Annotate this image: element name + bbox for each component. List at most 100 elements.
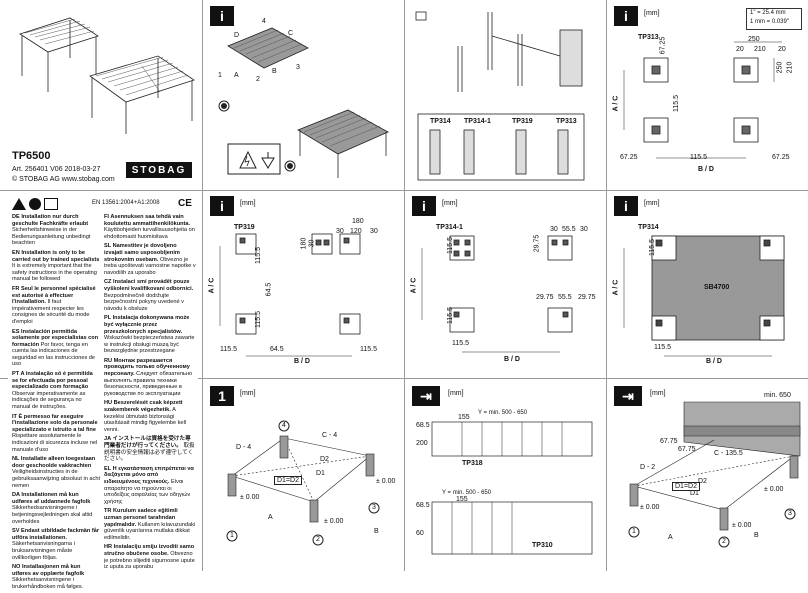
pergola-illustration <box>19 17 195 134</box>
side-ac: A / C <box>410 277 418 294</box>
safety-heading: SV Endast utbildade fackmän får utföra i… <box>12 528 100 541</box>
safety-text: Следует обязательно выполнять правила те… <box>104 371 193 397</box>
copyright: © STOBAG AG www.stobag.com <box>12 176 115 183</box>
safety-text: Veiligheidsinstructies in de gebruiksaan… <box>12 469 101 489</box>
dim-210v: 210 <box>786 61 794 74</box>
level-2: ± 0.00 <box>732 522 752 529</box>
safety-text: A kezelési útmutató biztonsági utasítása… <box>104 407 187 433</box>
dim-60: 60 <box>416 530 424 537</box>
standard: EN 13561:2004+A1:2008 <box>92 200 160 206</box>
label-c: C <box>288 30 294 37</box>
dim-c4: C - 4 <box>322 432 338 439</box>
dim-115-5b: 115.5 <box>255 311 262 328</box>
step1-panel: 1 [mm] D - 4 C - 4 D2 D1 D1=D2 ± 0.00 ± … <box>210 386 400 568</box>
dim-55-5a: 55.5 <box>562 226 576 233</box>
level-1: ± 0.00 <box>240 494 260 501</box>
safety-language-entry: PT A instalação só é permitida se for ef… <box>12 371 100 411</box>
ymin-bottom: Y = min. 500 - 650 <box>442 490 492 496</box>
safety-heading: DE Installation nur durch geschulte Fach… <box>12 214 89 227</box>
label-n3: 3 <box>296 64 300 71</box>
tp314-panel: i [mm] TP314 SB4700 115.5 A / C 115.5 B … <box>612 196 804 374</box>
tp319-panel: i [mm] TP319 180 30 120 30 180 30 115.5 … <box>208 196 400 374</box>
side-ac: A / C <box>612 95 620 112</box>
side-bd: B / D <box>504 356 520 363</box>
dim-115-5c: 115.5 <box>220 346 237 353</box>
tp313-plan <box>623 41 782 159</box>
safety-language-entry: RU Монтаж разрешается проводить только о… <box>104 358 196 398</box>
dim-d2: D2 <box>320 456 329 463</box>
model-label: TP313 <box>638 34 659 41</box>
ymin-top: Y = min. 500 - 650 <box>478 410 528 416</box>
safety-heading: JA インストールは資格を受けた専門業者だけが行ってください。 <box>104 436 191 449</box>
safety-text: Obvezno je potrebno slijediti sigurnosne… <box>104 550 195 571</box>
dim-d4: D - 4 <box>236 444 252 451</box>
dim-67-25c: 67.25 <box>772 154 790 161</box>
info-icon: i <box>614 196 638 216</box>
dim-55-5b: 55.5 <box>558 294 572 301</box>
dim-115-5a: 115.5 <box>255 247 262 264</box>
safety-heading: HU Beszerelését csak képzett szakemberek… <box>104 400 183 414</box>
tp318-label: TP318 <box>462 460 483 467</box>
safety-heading: ES Instalación permitida solamente por e… <box>12 328 99 348</box>
dim-30a: 30 <box>550 226 558 233</box>
safety-heading: IT È permesso far eseguire l'installazio… <box>12 413 98 433</box>
label-a: A <box>668 534 673 541</box>
num-4: 4 <box>282 422 286 429</box>
label-a: A <box>268 514 273 521</box>
num-3: 3 <box>788 510 792 517</box>
dim-115-5: 115.5 <box>673 95 680 112</box>
dim-250v: 250 <box>776 61 784 74</box>
side-ac: A / C <box>208 277 216 294</box>
dim-20b: 20 <box>778 46 786 53</box>
step-icon: ⇥ <box>412 386 440 406</box>
min-650: min. 650 <box>764 392 791 399</box>
dim-29-75b: 29.75 <box>536 294 554 301</box>
post-label-tp3141: TP314-1 <box>464 118 491 125</box>
model-label: TP314 <box>638 224 659 231</box>
safety-text: Observar imperativamente as indicações d… <box>12 390 86 411</box>
safety-heading: TR Kurulum sadece eğitimli uzman persone… <box>104 508 178 528</box>
safety-heading: PT A instalação só é permitida se for ef… <box>12 371 93 391</box>
dim-115-5a: 115.5 <box>649 239 656 256</box>
safety-language-entry: EL Η εγκατάσταση επιτρέπεται να διεξάγετ… <box>104 466 196 506</box>
dim-115-5b: 115.5 <box>654 344 671 351</box>
tp314-plan <box>623 235 785 357</box>
side-bd: B / D <box>294 358 310 365</box>
dim-d1: D1 <box>316 470 325 477</box>
dim-d1: D1 <box>690 490 699 497</box>
safety-panel: EN 13561:2004+A1:2008 CE DE Installation… <box>8 196 198 590</box>
level-3: ± 0.00 <box>764 486 784 493</box>
dim-eq: D1=D2 <box>274 476 302 485</box>
dim-eq: D1=D2 <box>672 482 700 491</box>
posts-diagram <box>415 11 585 181</box>
dim-115-5b: 115.5 <box>690 154 707 161</box>
safety-text: Sicherheitshinweise in der Bedienungsanl… <box>12 227 91 247</box>
dim-115-5d: 115.5 <box>360 346 377 353</box>
brand-name: STOBAG <box>131 164 187 176</box>
sb4700-label: SB4700 <box>704 284 730 291</box>
num-3: 3 <box>372 504 376 511</box>
book-icon <box>44 198 58 210</box>
safety-text: Säkerhetsanvisningarna i bruksanvisninge… <box>12 541 75 561</box>
cover-panel: TP6500 Art. 256401 V06 2018-03-27 © STOB… <box>8 6 196 186</box>
info-icon: i <box>412 196 436 216</box>
safety-heading: CZ Instalaci smí provádět pouze vyškolen… <box>104 279 194 292</box>
safety-text: Rispettare assolutamente le indicazioni … <box>12 433 98 453</box>
safety-language-entry: FR Seul le personnel spécialisé est auto… <box>12 286 100 326</box>
safety-icons <box>12 198 58 210</box>
safety-language-entry: TR Kurulum sadece eğitimli uzman persone… <box>104 508 196 541</box>
dim-29-75a: 29.75 <box>533 234 541 253</box>
post-label-tp314: TP314 <box>430 118 451 125</box>
safety-right-column: FI Asennuksen saa tehdä vain koulutettu … <box>104 214 196 574</box>
label-d: D <box>234 32 240 39</box>
safety-heading: PL Instalacja dokonywana może być wyłącz… <box>104 315 190 335</box>
dim-30a: 30 <box>336 228 344 235</box>
unit-label: [mm] <box>448 390 464 397</box>
safety-text: Wskazówki bezpieczeństwa zawarte w instr… <box>104 335 195 355</box>
unit-label: [mm] <box>442 200 458 207</box>
safety-heading: NL Installatie alleen toegestaan door ge… <box>12 456 96 469</box>
model-label: TP319 <box>234 224 255 231</box>
dim-180: 180 <box>352 218 364 225</box>
info-icon: i <box>210 196 234 216</box>
safety-text: Kullanım kılavuzundaki güvenlik uyarılar… <box>104 521 196 541</box>
